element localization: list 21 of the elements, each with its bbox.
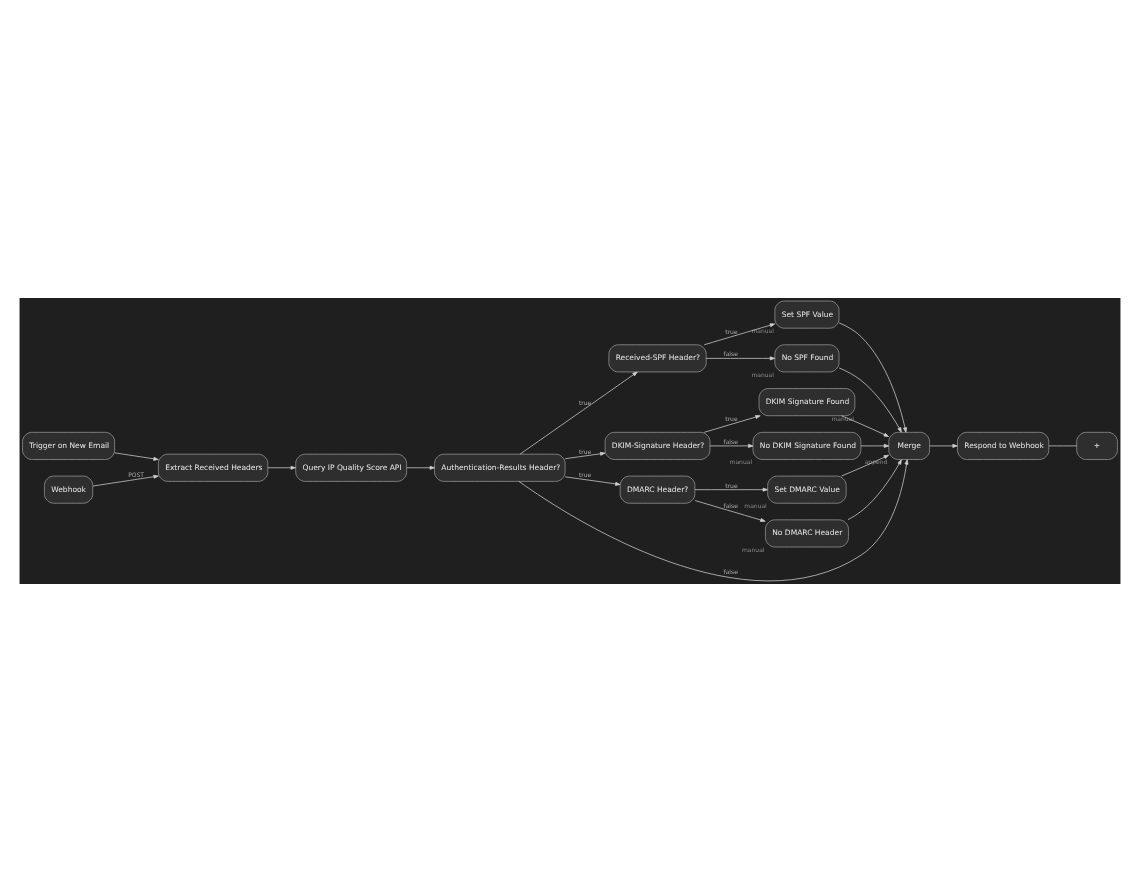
arrow (860, 442, 890, 447)
arrow (518, 458, 909, 581)
arrow (841, 453, 889, 476)
arrow (703, 414, 761, 432)
arrow (838, 366, 902, 432)
arrow (267, 464, 296, 469)
arrow (694, 486, 768, 491)
arrow (519, 370, 638, 454)
arrow (406, 464, 435, 469)
arrow (564, 450, 606, 459)
arrow (847, 458, 902, 520)
arrow (709, 442, 754, 447)
arrow (114, 451, 159, 460)
arrow (564, 475, 621, 485)
arrow (838, 321, 907, 432)
arrow (929, 442, 958, 447)
connector (1048, 444, 1077, 446)
arrow (703, 322, 776, 345)
arrow (92, 473, 159, 486)
arrow (705, 355, 776, 360)
arrow (694, 499, 766, 521)
